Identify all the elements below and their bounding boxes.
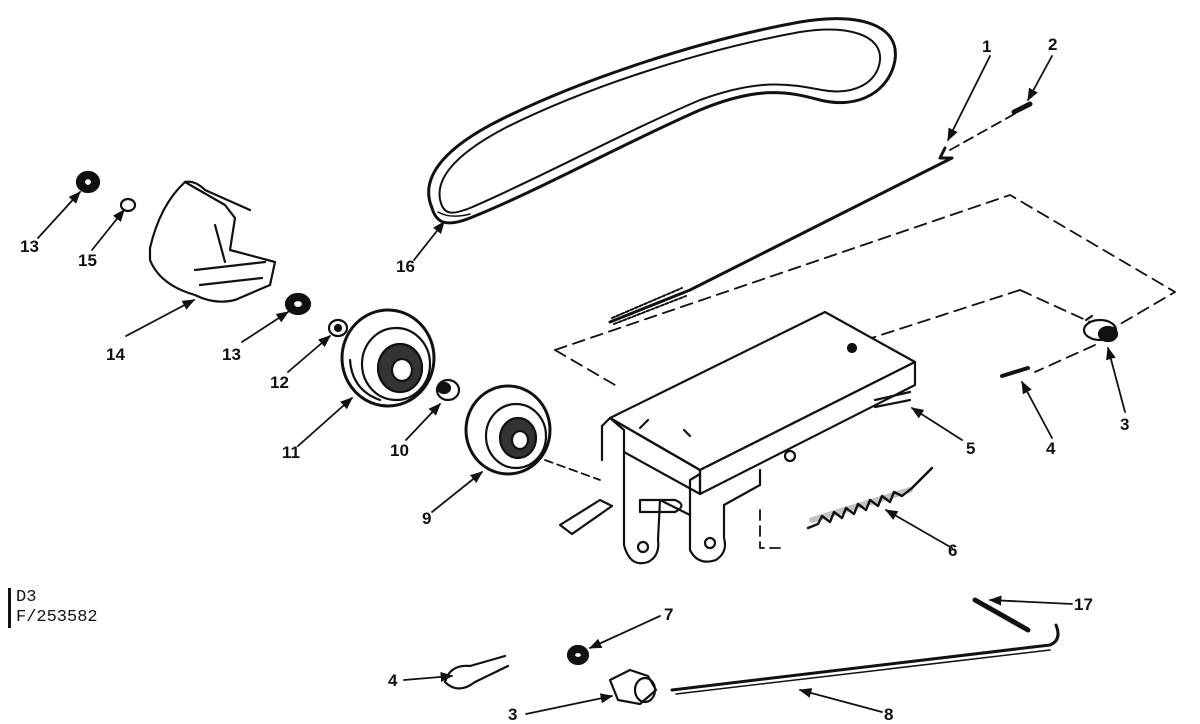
pulley-part-11: [340, 308, 436, 408]
callout-7: 7: [664, 605, 673, 624]
callout-13-middle: 13: [222, 345, 241, 364]
washer-part-7: [566, 644, 590, 666]
callout-1: 1: [982, 37, 991, 56]
callout-9: 9: [422, 509, 431, 528]
callout-12: 12: [270, 373, 289, 392]
drawing-code-line-1: D3: [16, 588, 37, 607]
knob-part-3-bottom: [608, 668, 658, 706]
spring-part-6: [806, 466, 934, 530]
spacer-part-10: [435, 378, 461, 402]
callout-15: 15: [78, 251, 97, 270]
callout-3-right: 3: [1120, 415, 1129, 434]
rod-part-8: [670, 623, 1060, 695]
rod-part-1: [608, 111, 1019, 325]
washer-part-12: [327, 318, 349, 338]
drawing-code-line-2: F/253582: [16, 608, 98, 627]
pin-part-2: [1011, 101, 1033, 115]
callout-6: 6: [948, 541, 957, 560]
washer-part-15: [119, 197, 137, 213]
callout-labels: 1 2 3 4 5 6 7 8 9 10 11 12 13 13 14 15 1…: [20, 35, 1129, 724]
pulley-part-9: [464, 384, 601, 481]
callout-4-right: 4: [1046, 439, 1056, 458]
belt-guard-part-14: [148, 180, 277, 303]
drawing-code-stamp: D3 F/253582: [8, 588, 98, 628]
callout-11: 11: [282, 443, 300, 462]
callout-5: 5: [966, 439, 975, 458]
nut-part-13-middle: [284, 292, 312, 316]
nut-part-13-left: [75, 170, 101, 194]
drive-belt-part-16: [427, 17, 897, 225]
bracket-frame: [558, 310, 917, 565]
pin-part-17: [972, 597, 1031, 633]
callout-17: 17: [1074, 595, 1093, 614]
leader-lines: [37, 55, 1126, 715]
callout-13-left: 13: [20, 237, 39, 256]
callout-4-bottom: 4: [388, 671, 398, 690]
callout-14: 14: [106, 345, 125, 364]
knob-part-3-right: [1082, 314, 1119, 343]
callout-8: 8: [884, 705, 893, 724]
pin-part-4-right: [1000, 366, 1030, 378]
clip-part-4-bottom: [443, 654, 510, 690]
callout-16: 16: [396, 257, 415, 276]
callout-10: 10: [390, 441, 409, 460]
dashed-outline-panel: [554, 194, 1176, 386]
callout-2: 2: [1048, 35, 1057, 54]
callout-3-bottom: 3: [508, 705, 517, 724]
